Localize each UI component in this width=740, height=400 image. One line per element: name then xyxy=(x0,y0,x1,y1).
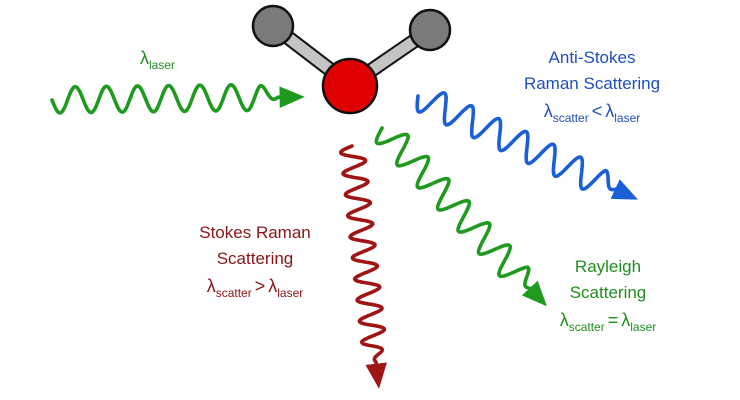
oxygen-atom xyxy=(321,57,379,115)
hydrogen-atom-left xyxy=(251,4,295,48)
relation-symbol: = xyxy=(608,310,619,330)
relation-symbol: < xyxy=(592,101,603,121)
rhs-subscript: laser xyxy=(277,286,303,300)
lhs-subscript: scatter xyxy=(553,111,589,125)
relation-symbol: > xyxy=(255,276,266,296)
anti-stokes-line1: Anti-Stokes xyxy=(549,48,636,67)
lhs-subscript: scatter xyxy=(216,286,252,300)
hydrogen-atom-right xyxy=(408,8,452,52)
rhs-lambda: λ xyxy=(268,276,277,296)
rayleigh-line2: Scattering xyxy=(570,283,647,302)
water-molecule xyxy=(251,4,452,115)
stokes-wave xyxy=(338,144,387,389)
rayleigh-equation: λscatter=λlaser xyxy=(560,310,657,334)
incident-label: λlaser xyxy=(140,48,175,72)
rhs-subscript: laser xyxy=(630,320,656,334)
rhs-lambda: λ xyxy=(605,101,614,121)
lhs-lambda: λ xyxy=(560,310,569,330)
lhs-lambda: λ xyxy=(207,276,216,296)
rayleigh-line1: Rayleigh xyxy=(575,257,641,276)
anti-stokes-label: Anti-Stokes Raman Scattering λscatter<λl… xyxy=(524,48,660,125)
stokes-label: Stokes Raman Scattering λscatter>λlaser xyxy=(199,223,311,300)
anti-stokes-wave xyxy=(415,91,638,200)
stokes-line1: Stokes Raman xyxy=(199,223,311,242)
rayleigh-label: Rayleigh Scattering λscatter=λlaser xyxy=(560,257,657,334)
rhs-subscript: laser xyxy=(614,111,640,125)
lhs-subscript: scatter xyxy=(569,320,605,334)
lambda-subscript: laser xyxy=(149,58,175,72)
anti-stokes-line2: Raman Scattering xyxy=(524,74,660,93)
lambda-symbol: λ xyxy=(140,48,149,68)
lhs-lambda: λ xyxy=(544,101,553,121)
stokes-line2: Scattering xyxy=(217,249,294,268)
anti-stokes-equation: λscatter<λlaser xyxy=(544,101,641,125)
stokes-equation: λscatter>λlaser xyxy=(207,276,304,300)
rayleigh-wave xyxy=(374,126,547,307)
rhs-lambda: λ xyxy=(621,310,630,330)
incident-laser-wave xyxy=(50,83,305,115)
